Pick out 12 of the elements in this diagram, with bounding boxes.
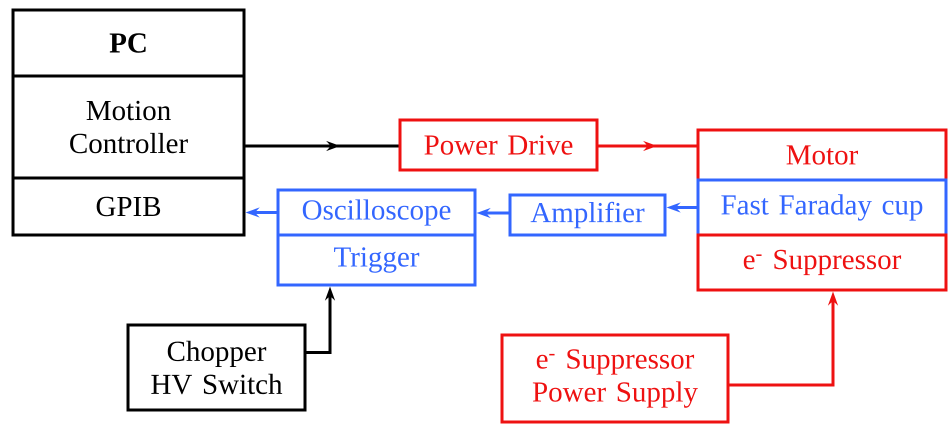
process-box: Motor	[696, 128, 948, 182]
process-box: Trigger	[276, 234, 476, 286]
process-box: Fast Faraday cup	[696, 178, 948, 236]
process-box: e$^{-}$ Suppressor Power Supply	[500, 334, 730, 424]
module-box: Motion Controller	[12, 74, 246, 180]
heading-box: PC	[12, 8, 246, 78]
module-box: GPIB	[12, 176, 246, 236]
process-box: Amplifier	[508, 194, 666, 236]
process-box: Chopper HV Switch	[126, 324, 306, 412]
process-box: e$^{-}$ Suppressor	[696, 234, 948, 292]
process-box: Oscilloscope	[276, 188, 476, 236]
process-box: Power Drive	[398, 118, 598, 172]
